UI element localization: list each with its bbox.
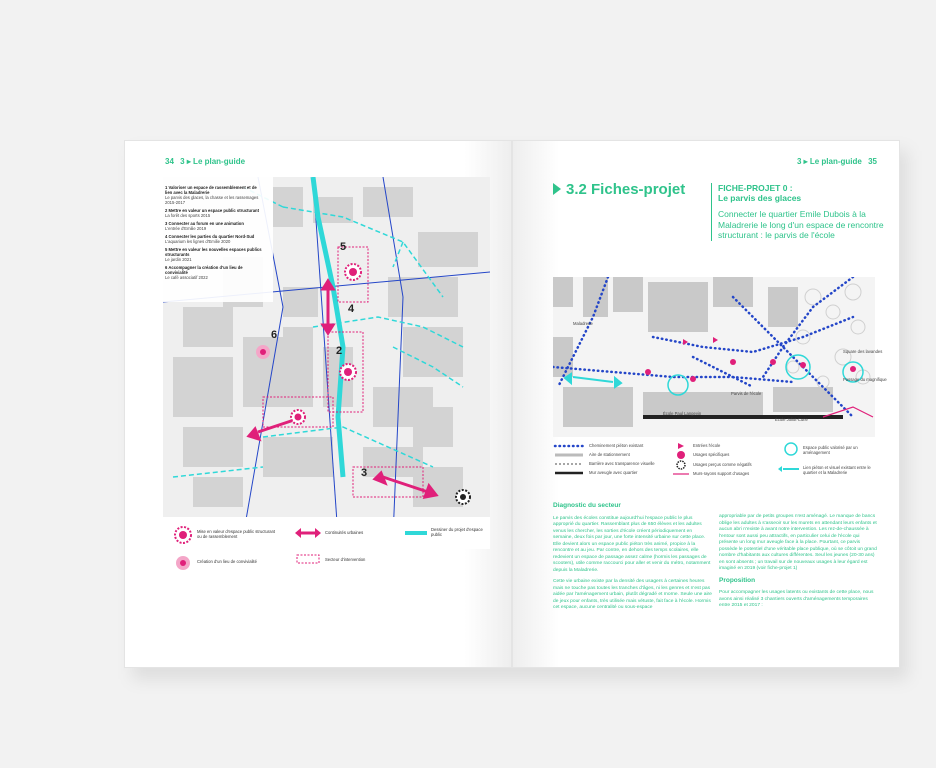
map-number-5: 5 <box>340 241 347 253</box>
left-page-number: 34 <box>165 157 174 166</box>
legend-e: Entrées l'école <box>693 443 721 448</box>
right-page-number: 35 <box>868 157 877 166</box>
legend-h: Murs-rayons support d'usages <box>693 471 750 476</box>
site-map-legend-symbols <box>553 442 799 475</box>
legend-symbols-left <box>174 526 192 570</box>
section-title: 3.2 Fiches-projet <box>553 181 685 198</box>
map-number-4: 4 <box>348 303 355 315</box>
legend-f: Usages spécifiques <box>693 452 730 457</box>
left-page: 34 3 ▸ Le plan-guide <box>124 140 512 668</box>
bottom-legend-1: Mise en valeur d'espace public structura… <box>197 529 276 539</box>
right-page-runner: 3 ▸ Le plan-guide 35 <box>797 157 877 166</box>
map-label-square: Square des lavandes <box>843 349 883 354</box>
diagnostic-p2: Cette vie urbaine existe par la densité … <box>553 579 712 610</box>
diagnostic-heading: Diagnostic du secteur <box>553 502 621 509</box>
legend-i: Espace public valorisé par un aménagemen… <box>803 445 858 455</box>
left-chapter: 3 ▸ Le plan-guide <box>180 157 246 166</box>
site-map <box>553 277 875 437</box>
col2-p2: Pour accompagner les usages latents ou e… <box>719 590 874 608</box>
bottom-legend-5: Dessiner du projet d'espace public <box>431 527 483 537</box>
legend-j: Lien piéton et visuel existant entre le … <box>803 465 871 475</box>
legend-b: Aire de stationnement <box>589 452 630 457</box>
legend-item-1: 1 Valoriser un espace de rassemblement e… <box>165 185 259 205</box>
map-number-6: 6 <box>271 329 278 341</box>
left-map <box>163 177 490 549</box>
right-chapter: 3 ▸ Le plan-guide <box>796 157 862 166</box>
left-page-runner: 34 3 ▸ Le plan-guide <box>165 157 245 166</box>
col2-p1: appropriable par de petits groupes n'est… <box>719 514 877 571</box>
map-label-passage: Passage du magnifique <box>843 377 887 382</box>
proposition-heading: Proposition <box>719 576 756 584</box>
map-markers <box>256 263 471 505</box>
plan-guide-map <box>163 177 490 549</box>
map-number-3: 3 <box>361 467 368 479</box>
map-label-parvis: Parvis de l'école <box>731 391 762 396</box>
map-number-2: 2 <box>336 345 343 357</box>
legend-item-5: 5 Mettre en valeur les nouvelles espaces… <box>165 247 262 262</box>
fiche-title: FICHE-PROJET 0 : <box>718 183 793 193</box>
bottom-legend-3: Continuités urbaines <box>325 530 364 535</box>
legend-g: Usages perçus comme négatifs <box>693 462 752 467</box>
legend-a: Cheminement piéton existant <box>589 443 644 448</box>
map-legend-list: 1 Valoriser un espace de rassemblement e… <box>165 185 265 283</box>
fiche-subtitle: Le parvis des glaces <box>718 193 802 203</box>
legend-symbol-cyan <box>405 531 427 535</box>
bottom-legend-2: Création d'un lieu de convivialité <box>197 559 257 564</box>
legend-item-4: 4 Connecter les parties du quartier Nord… <box>165 234 255 244</box>
text-column-1: Diagnostic du secteur Le parvis des écol… <box>553 502 713 617</box>
legend-item-2: 2 Mettre en valeur un espace public stru… <box>165 208 260 218</box>
map-label-maladrerie: Maladrerie <box>573 321 593 326</box>
legend-c: Barrière avec transparence visuelle <box>589 461 655 466</box>
legend-symbols-mid <box>295 528 321 564</box>
legend-item-6: 6 Accompagner la création d'un lieu de c… <box>165 265 243 280</box>
fiche-headline: Connecter le quartier Emile Dubois à la … <box>718 209 884 240</box>
open-booklet: 34 3 ▸ Le plan-guide <box>124 140 908 680</box>
bottom-legend-4: Secteur d'intervention <box>325 557 366 562</box>
text-column-2: appropriable par de petits groupes n'est… <box>719 514 879 615</box>
triangle-icon <box>553 183 561 195</box>
legend-d: Mur aveugle avec quartier <box>589 470 638 475</box>
map-label-ecole2: École Joliot-Curie <box>775 417 808 422</box>
diagnostic-p1: Le parvis des écoles constitue aujourd'h… <box>553 515 711 573</box>
right-page: 3 ▸ Le plan-guide 35 3.2 Fiches-projet F… <box>512 140 900 668</box>
fiche-header: FICHE-PROJET 0 : Le parvis des glaces Co… <box>711 183 888 241</box>
map-label-ecole1: École Paul Langevin <box>663 411 702 416</box>
